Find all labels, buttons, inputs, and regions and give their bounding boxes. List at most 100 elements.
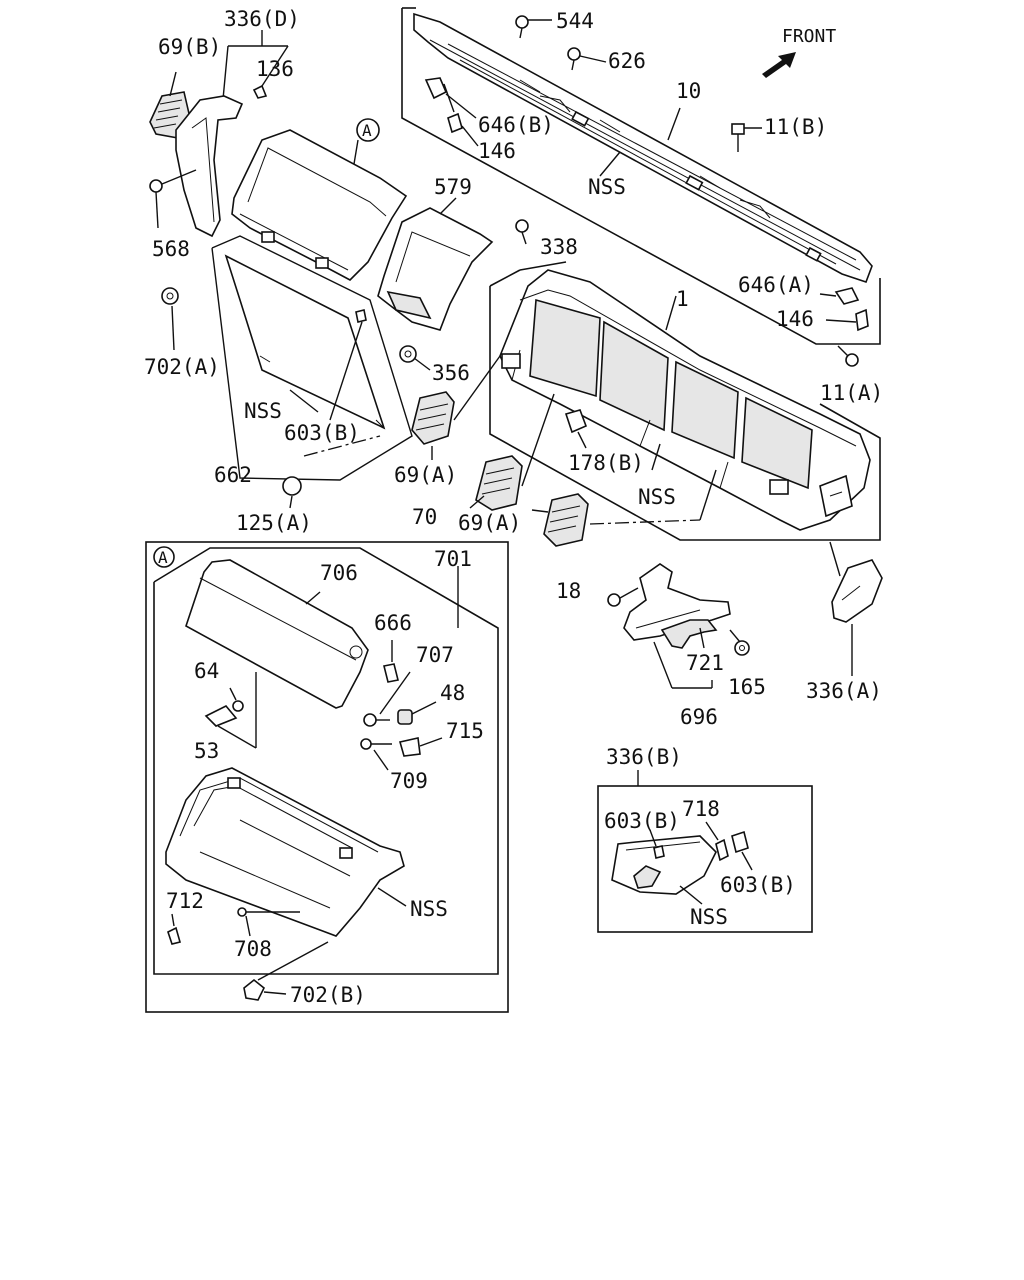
glove-box-body <box>165 767 405 937</box>
label-544: 544 <box>556 9 594 33</box>
detail-336b-frame <box>597 785 813 933</box>
label-568: 568 <box>152 237 190 261</box>
part-706-glove-box-lid <box>185 559 369 709</box>
clip-136 <box>252 84 268 99</box>
label-nss-glove-box: NSS <box>410 897 448 921</box>
label-646b: 646(B) <box>478 113 554 137</box>
bolt-18 <box>607 587 639 607</box>
label-338: 338 <box>540 235 578 259</box>
label-64: 64 <box>194 659 219 683</box>
part-336b-side-cover <box>611 835 717 895</box>
lower-cover-696-group <box>607 563 750 689</box>
label-165: 165 <box>728 675 766 699</box>
label-701: 701 <box>434 547 472 571</box>
vent-69a-upper <box>411 391 455 445</box>
detail-a-glove-box-assembly: A <box>145 541 509 1013</box>
upper-panel-group <box>401 7 881 367</box>
label-146-right: 146 <box>776 307 814 331</box>
screw-626 <box>567 47 607 71</box>
label-603b-left: 603(B) <box>284 421 360 445</box>
label-53: 53 <box>194 739 219 763</box>
label-125a: 125(A) <box>236 511 312 535</box>
nut-165 <box>729 629 750 656</box>
console-cover-579-group <box>377 197 529 371</box>
detail-a-marker: A <box>158 548 168 567</box>
clip-646a <box>819 287 860 305</box>
nut-702b <box>243 941 329 1001</box>
front-direction-indicator: FRONT <box>762 26 836 78</box>
clip-178b <box>564 409 588 449</box>
clip-146-upper <box>447 112 479 147</box>
damper-48 <box>397 701 437 725</box>
cover-662-frame <box>211 235 413 481</box>
label-718: 718 <box>682 797 720 821</box>
part-662-lower-cover <box>224 254 386 430</box>
right-side-trim-group <box>829 541 883 676</box>
clip-125a <box>282 476 302 509</box>
label-646a: 646(A) <box>738 273 814 297</box>
part-336a-side-trim <box>831 559 883 623</box>
side-trim-336d <box>175 95 244 238</box>
left-side-trim-group <box>149 30 289 238</box>
bolt-11b <box>731 123 762 152</box>
screw-544 <box>515 15 552 39</box>
screw-709 <box>360 738 392 771</box>
label-702b: 702(B) <box>290 983 366 1007</box>
part-579-center-cover <box>377 207 494 331</box>
label-11b: 11(B) <box>764 115 827 139</box>
clip-712 <box>167 913 181 945</box>
screw-11a <box>837 345 859 367</box>
latch-715 <box>398 737 443 757</box>
glove-box-cover-group: A <box>161 118 413 509</box>
label-69b: 69(B) <box>158 35 221 59</box>
label-1: 1 <box>676 287 689 311</box>
label-356: 356 <box>432 361 470 385</box>
label-708: 708 <box>234 937 272 961</box>
clip-146-right <box>825 308 869 332</box>
detail-a-inner-frame <box>153 547 499 975</box>
bolt-707 <box>363 671 411 727</box>
callout-a-marker: A <box>362 121 372 140</box>
glove-box-housing-a <box>231 129 408 281</box>
label-706: 706 <box>320 561 358 585</box>
label-603b-upper: 603(B) <box>604 809 680 833</box>
detail-a-outer-frame <box>145 541 509 1013</box>
label-579: 579 <box>434 175 472 199</box>
label-603b-right: 603(B) <box>720 873 796 897</box>
clip-603b-left <box>329 309 367 421</box>
label-702a: 702(A) <box>144 355 220 379</box>
label-nss-upper: NSS <box>588 175 626 199</box>
label-nss-main: NSS <box>638 485 676 509</box>
label-69a-upper: 69(A) <box>394 463 457 487</box>
clip-718 <box>705 821 729 862</box>
vents-group <box>411 355 717 547</box>
vent-70 <box>475 455 523 511</box>
label-70: 70 <box>412 505 437 529</box>
label-712: 712 <box>166 889 204 913</box>
label-715: 715 <box>446 719 484 743</box>
clip-666 <box>383 640 399 683</box>
label-336a: 336(A) <box>806 679 882 703</box>
detail-336b-group <box>597 770 813 933</box>
screw-568 <box>149 169 197 229</box>
screw-338 <box>515 219 529 245</box>
clip-603b-right <box>731 830 753 871</box>
front-label: FRONT <box>782 26 836 47</box>
upper-panel-group-frame <box>401 8 881 345</box>
hinge-53-64 <box>204 672 257 749</box>
label-336b: 336(B) <box>606 745 682 769</box>
label-nss-cover: NSS <box>244 399 282 423</box>
screw-708 <box>237 907 300 937</box>
main-dash-group <box>489 261 881 541</box>
label-709: 709 <box>390 769 428 793</box>
clip-603b-upper <box>649 829 665 859</box>
label-707: 707 <box>416 643 454 667</box>
vent-69a-lower <box>543 493 589 547</box>
label-178b: 178(B) <box>568 451 644 475</box>
label-18: 18 <box>556 579 581 603</box>
nut-356 <box>399 345 431 371</box>
label-10: 10 <box>676 79 701 103</box>
front-arrow-icon <box>762 52 796 78</box>
